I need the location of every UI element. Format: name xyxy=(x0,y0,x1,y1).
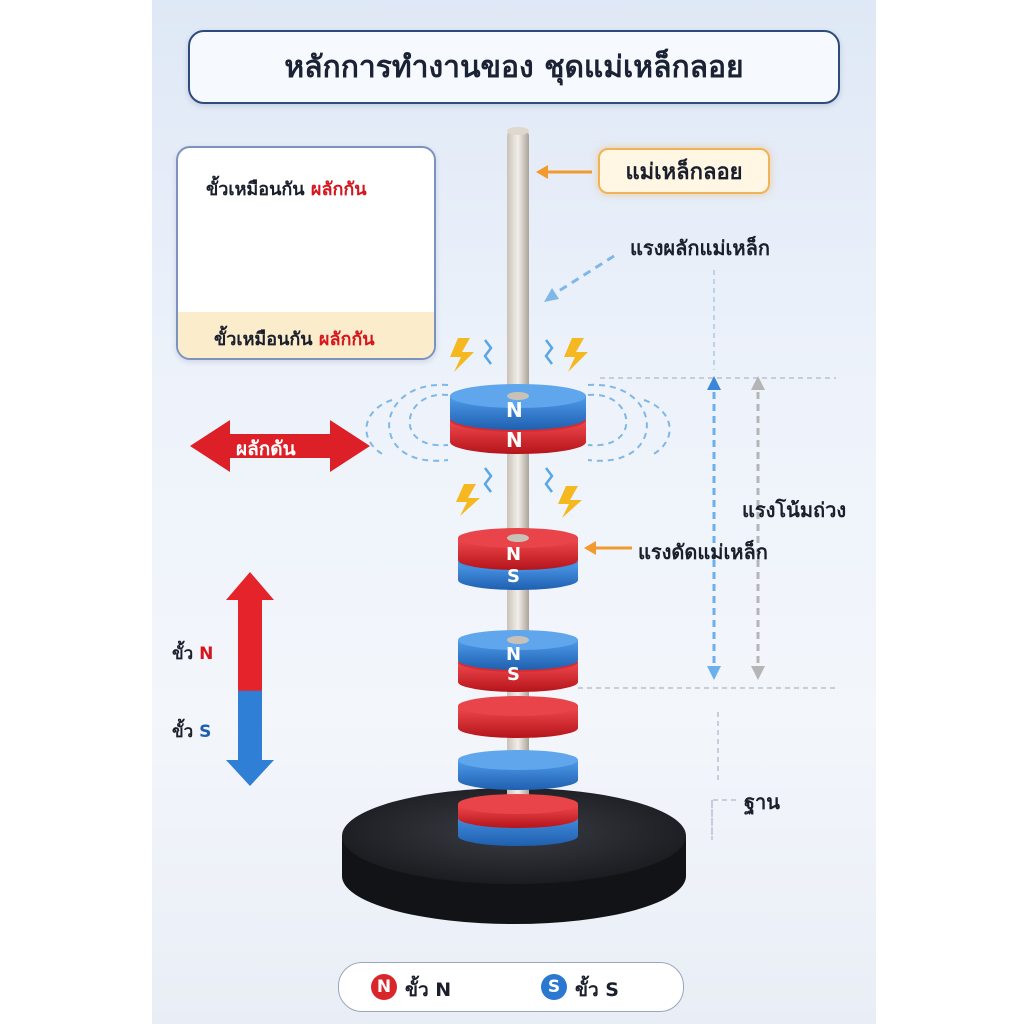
spark-icons xyxy=(450,338,588,518)
field-lines xyxy=(365,383,671,462)
title-banner: หลักการทำงานของ ชุดแม่เหล็กลอย xyxy=(188,30,840,104)
floating-magnet-lower xyxy=(458,630,578,692)
inset-left-bottom-pole: N xyxy=(242,272,258,293)
inset-right-bottom-pole: N xyxy=(358,272,374,293)
resting-stack xyxy=(458,696,578,846)
inset-bottom-label: ขั้วเหมือนกัน ผลักกัน xyxy=(214,329,375,350)
pole-legend: N ขั้ว N S ขั้ว S xyxy=(338,962,684,1012)
push-label: ผลักดัน xyxy=(236,438,296,460)
pointer-arrows xyxy=(536,165,632,555)
page-title: หลักการทำงานของ ชุดแม่เหล็กลอย xyxy=(284,49,744,85)
inset-right-top-pole: S xyxy=(358,224,368,239)
floating-magnet-callout: แม่เหล็กลอย xyxy=(598,148,770,194)
middle-magnet-upper-pole: N xyxy=(506,544,522,565)
top-magnet-upper-pole: N xyxy=(506,398,523,422)
gravity-label: แรงโน้มถ่วง xyxy=(742,498,847,522)
south-legend-text: ขั้ว S xyxy=(575,979,619,1001)
repulsive-force-label: แรงผลักแม่เหล็ก xyxy=(630,236,770,260)
inset-left-top-pole: S xyxy=(244,224,254,239)
diagram-panel: หลักการทำงานของ ชุดแม่เหล็กลอย ขั้วเหมือ… xyxy=(152,0,876,1024)
measure-lines xyxy=(578,270,836,840)
north-pole-label: ขั้ว N xyxy=(172,644,214,664)
north-legend-icon: N xyxy=(371,974,397,1000)
floating-magnet-middle xyxy=(458,528,578,590)
north-legend-text: ขั้ว N xyxy=(405,979,452,1001)
south-legend-icon: S xyxy=(541,974,567,1000)
south-pole-label: ขั้ว S xyxy=(172,722,212,742)
middle-magnet-lower-pole: S xyxy=(507,566,520,587)
pole-arrow xyxy=(226,572,274,786)
inset-footer xyxy=(178,312,434,358)
base-label: ฐาน xyxy=(744,790,780,814)
same-pole-inset: ขั้วเหมือนกัน ผลักกัน ขั้วเหมือนกัน ผลัก… xyxy=(176,146,436,360)
push-arrow xyxy=(190,420,370,472)
inset-top-label: ขั้วเหมือนกัน ผลักกัน xyxy=(206,179,367,200)
inset-left-mid-pole: N xyxy=(242,242,258,263)
lower-magnet-upper-pole: N xyxy=(506,644,522,665)
lower-magnet-lower-pole: S xyxy=(507,664,520,685)
inset-right-mid-pole: S xyxy=(358,242,371,263)
repulsion-pointer xyxy=(544,254,615,302)
attractive-force-label: แรงดัดแม่เหล็ก xyxy=(638,540,768,564)
top-magnet-lower-pole: N xyxy=(506,428,523,452)
floating-magnet-top xyxy=(450,384,586,454)
